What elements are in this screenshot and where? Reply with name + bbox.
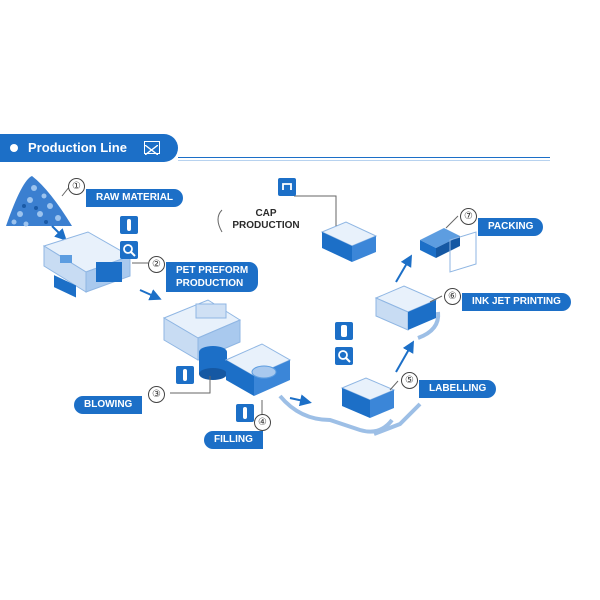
flow-arrow-5: [395, 254, 413, 283]
conveyor-belt: [278, 394, 394, 434]
blowing-machine: [162, 299, 242, 380]
header-divider-light: [178, 160, 550, 161]
section-header: Production Line: [0, 134, 178, 162]
preform-machine: [42, 231, 132, 298]
step-number-6: ⑥: [444, 288, 461, 305]
bottle-icon: [176, 366, 194, 384]
bottle-icon: [236, 404, 254, 422]
flow-arrow-4: [395, 340, 414, 373]
collapse-icon[interactable]: [144, 141, 160, 156]
step-label-labelling[interactable]: LABELLING: [419, 380, 497, 398]
step-number-7: ⑦: [460, 208, 477, 225]
step-label-filling[interactable]: FILLING: [204, 431, 263, 449]
step-label-raw-material[interactable]: RAW MATERIAL: [86, 189, 184, 207]
cap-machine: [320, 221, 378, 262]
flow-arrow-2: [139, 289, 162, 301]
bottle-icon: [120, 216, 138, 234]
section-title: Production Line: [28, 140, 127, 155]
cap-label-line1: CAP: [255, 208, 277, 219]
step-number-3: ③: [148, 386, 165, 403]
cap-leader: [294, 195, 337, 226]
step-label-ink-jet-printing[interactable]: INK JET PRINTING: [462, 293, 571, 311]
flow-arrow-1: [51, 225, 67, 241]
cap-label-line2: PRODUCTION: [232, 220, 300, 231]
packing-machine: [420, 228, 477, 273]
flow-arrow-3: [289, 394, 312, 407]
magnifier-icon: [120, 241, 138, 259]
step-label-blowing[interactable]: BLOWING: [74, 396, 143, 414]
labelling-machine: [340, 377, 396, 418]
step-number-5: ⑤: [401, 372, 418, 389]
inkjet-machine: [374, 285, 438, 331]
step-label-packing[interactable]: PACKING: [478, 218, 544, 236]
step-number-1: ①: [68, 178, 85, 195]
cap-production-label[interactable]: CAP PRODUCTION: [218, 208, 314, 232]
bottle-icon: [335, 322, 353, 340]
filling-machine: [224, 343, 292, 396]
step-number-2: ②: [148, 256, 165, 273]
step-number-4: ④: [254, 414, 271, 431]
step-label-line1: PET PREFORM: [176, 265, 249, 276]
step-label-line2: PRODUCTION: [176, 278, 244, 289]
magnifier-icon: [335, 347, 353, 365]
raw-material-pile: [6, 176, 72, 227]
header-divider: [178, 157, 550, 158]
step-label-pet-preform[interactable]: PET PREFORM PRODUCTION: [166, 262, 259, 292]
bullet-dot-icon: [10, 144, 18, 152]
cap-icon: [278, 178, 296, 196]
